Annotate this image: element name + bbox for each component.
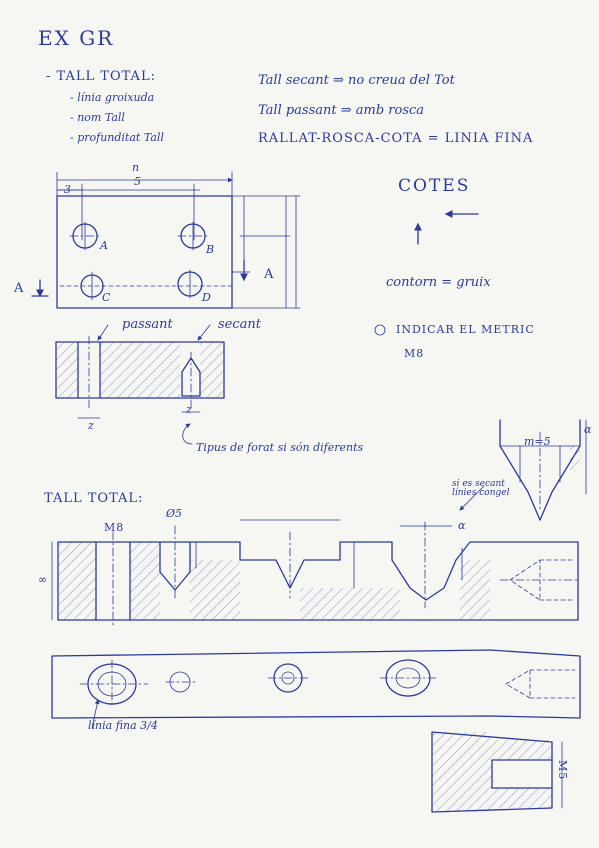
dim-5: 5 (134, 175, 141, 188)
hole-label-c: C (102, 291, 111, 304)
plan-view (31, 171, 301, 309)
tall-total-heading: - TALL TOTAL: (46, 69, 156, 84)
tall-total-item-1: - línia groixuda (70, 91, 155, 104)
tall-total-item-2: - nom Tall (70, 111, 125, 124)
dim-n: n (132, 161, 140, 174)
contorn-note: contorn = gruix (386, 275, 491, 290)
detail-top-right (499, 419, 587, 521)
cotes-arrows (374, 210, 479, 336)
section-mark-right: A (264, 267, 275, 282)
label-secant: secant (218, 317, 261, 332)
m-label: m=5 (524, 435, 551, 448)
alpha-mid: α (458, 519, 466, 532)
detail-bottom-right (431, 731, 563, 813)
section-mark-left: A (14, 281, 25, 296)
metric-m8: M8 (404, 347, 425, 360)
indicar-metric: INDICAR EL METRIC (396, 323, 535, 336)
page-title: EX GR (38, 26, 115, 50)
hole-label-a: A (100, 239, 108, 252)
cotes-heading: COTES (398, 176, 471, 196)
label-passant: passant (122, 317, 173, 332)
dim-left: ∞ (38, 573, 48, 586)
label-phi5: Ø5 (166, 507, 183, 520)
tall-total-section-heading: TALL TOTAL: (44, 491, 144, 506)
tall-total-section (51, 485, 581, 627)
dim-z-1: z (88, 419, 94, 432)
hole-label-b: B (206, 243, 215, 256)
dim-3: 3 (64, 183, 71, 196)
alpha-top: α (584, 423, 592, 436)
rule-linia-fina: RALLAT-ROSCA-COTA = LINIA FINA (258, 131, 534, 146)
si-secant-note: si es secant línies congel (452, 479, 510, 498)
dim-z-2: z (186, 403, 192, 416)
bottom-plan (51, 649, 581, 729)
rule-tall-secant: Tall secant ⇒ no creua del Tot (258, 73, 455, 88)
tipus-note: Tipus de forat si són diferents (196, 441, 364, 454)
hole-label-d: D (202, 291, 211, 304)
label-m8: M8 (104, 521, 125, 534)
section-view (55, 324, 225, 445)
linia-fina-note: línia fina 3/4 (88, 719, 158, 732)
tall-total-item-3: - profunditat Tall (70, 131, 164, 144)
label-m5: M5 (556, 760, 569, 781)
rule-tall-passant: Tall passant ⇒ amb rosca (258, 103, 425, 118)
